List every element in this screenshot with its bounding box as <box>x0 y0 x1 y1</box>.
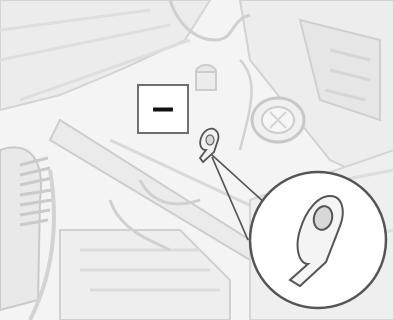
magnified-ground-terminal <box>250 172 386 308</box>
reservoir-cap <box>252 98 304 142</box>
negative-symbol: – <box>152 87 174 127</box>
negative-terminal-label: – <box>137 84 189 134</box>
intake-cylinder <box>196 65 216 90</box>
